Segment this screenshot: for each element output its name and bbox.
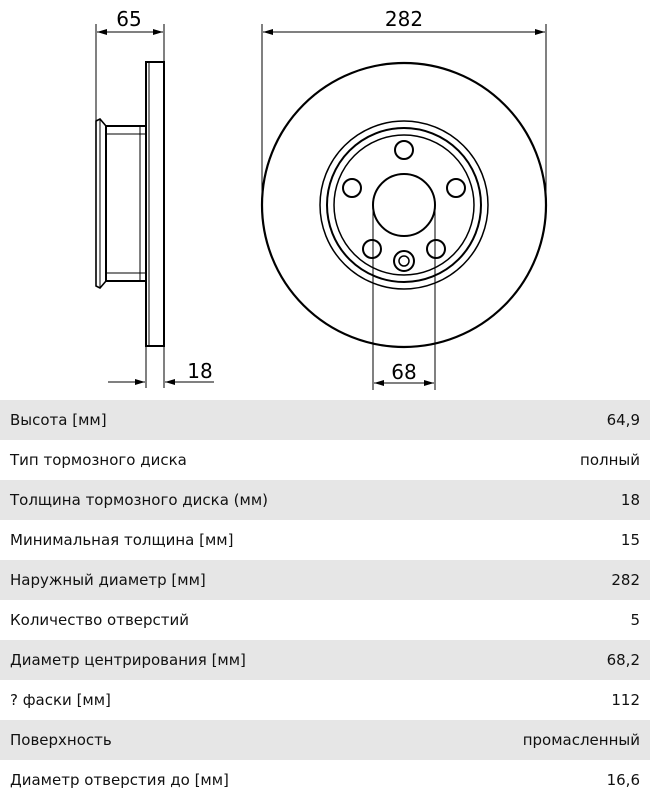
disc-hat xyxy=(105,125,146,282)
spec-value: 68,2 xyxy=(606,651,640,669)
bolt-hole-5 xyxy=(342,178,362,198)
spec-row: Наружный диаметр [мм] 282 xyxy=(0,560,650,600)
spec-label: Тип тормозного диска xyxy=(10,451,187,469)
dim-hat-height xyxy=(95,24,165,122)
dim-thickness-label: 18 xyxy=(187,359,212,383)
spec-value: 18 xyxy=(620,491,640,509)
spec-value: промасленный xyxy=(522,731,640,749)
spec-row: Высота [мм] 64,9 xyxy=(0,400,650,440)
spec-label: Диаметр центрирования [мм] xyxy=(10,651,246,669)
spec-label: Количество отверстий xyxy=(10,611,190,629)
dim-hat-height-label: 65 xyxy=(116,7,141,31)
locating-pin-inner xyxy=(398,255,410,267)
spec-label: Высота [мм] xyxy=(10,411,107,429)
spec-row: Количество отверстий 5 xyxy=(0,600,650,640)
spec-value: 112 xyxy=(611,691,640,709)
front-view xyxy=(260,61,548,349)
locating-pin-hole xyxy=(393,250,415,272)
outer-rim xyxy=(260,61,548,349)
dim-thickness xyxy=(108,346,214,388)
spec-value: 5 xyxy=(630,611,640,629)
dim-outer-diameter xyxy=(261,24,547,205)
hub-outer-ring xyxy=(319,120,489,290)
brake-disc-drawing: 65 18 282 68 xyxy=(95,7,548,390)
spec-value: 16,6 xyxy=(606,771,640,789)
dim-centering-label: 68 xyxy=(391,360,416,384)
bolt-hole-3 xyxy=(426,239,446,259)
spec-value: 64,9 xyxy=(606,411,640,429)
spec-row: Поверхность промасленный xyxy=(0,720,650,760)
hub-ring xyxy=(326,127,482,283)
spec-label: Наружный диаметр [мм] xyxy=(10,571,206,589)
dim-centering xyxy=(372,205,436,390)
spec-row: Толщина тормозного диска (мм) 18 xyxy=(0,480,650,520)
spec-label: Диаметр отверстия до [мм] xyxy=(10,771,229,789)
spec-value: 282 xyxy=(611,571,640,589)
spec-label: ? фаски [мм] xyxy=(10,691,111,709)
dim-outer-diameter-label: 282 xyxy=(385,7,423,31)
hub-inner-ring xyxy=(333,134,475,276)
spec-label: Толщина тормозного диска (мм) xyxy=(10,491,269,509)
spec-row: ? фаски [мм] 112 xyxy=(0,680,650,720)
center-bore xyxy=(372,173,436,237)
spec-row: Диаметр отверстия до [мм] 16,6 xyxy=(0,760,650,800)
disc-plate xyxy=(145,61,165,347)
spec-row: Диаметр центрирования [мм] 68,2 xyxy=(0,640,650,680)
spec-row: Минимальная толщина [мм] 15 xyxy=(0,520,650,560)
spec-label: Поверхность xyxy=(10,731,112,749)
bolt-hole-1 xyxy=(394,140,414,160)
bolt-hole-2 xyxy=(446,178,466,198)
side-view xyxy=(95,61,165,347)
spec-value: полный xyxy=(580,451,640,469)
spec-value: 15 xyxy=(620,531,640,549)
spec-row: Тип тормозного диска полный xyxy=(0,440,650,480)
spec-label: Минимальная толщина [мм] xyxy=(10,531,234,549)
bolt-hole-4 xyxy=(362,239,382,259)
